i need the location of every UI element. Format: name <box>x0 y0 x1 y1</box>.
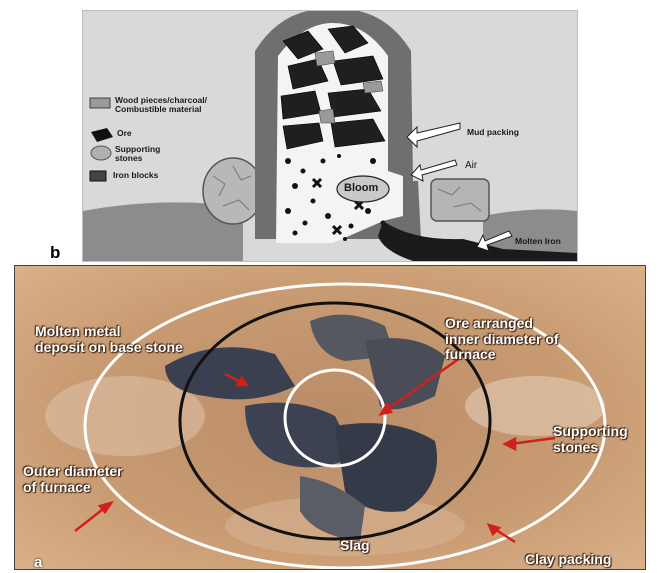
molten-metal-label: Molten metal deposit on base stone <box>35 324 183 355</box>
supporting-stone-right <box>431 179 489 221</box>
supporting-stones-icon <box>91 146 111 160</box>
legend-iron-blocks-label: Iron blocks <box>113 171 158 180</box>
furnace-diagram-panel: Wood pieces/charcoal/ Combustible materi… <box>82 10 578 262</box>
mud-packing-label: Mud packing <box>467 128 519 137</box>
legend-icons <box>90 98 113 181</box>
wood-charcoal-icon <box>90 98 110 108</box>
ore-arranged-label: Ore arranged inner diameter of furnace <box>445 316 559 363</box>
slag-label: Slag <box>340 538 370 554</box>
panel-a-letter: a <box>34 554 42 571</box>
mud-packing-arrow <box>407 123 460 147</box>
legend-ore-label: Ore <box>117 129 132 138</box>
ore-icon <box>91 128 113 142</box>
bloom-label: Bloom <box>344 183 378 195</box>
air-arrow <box>411 160 457 181</box>
supporting-stones-label: Supporting stones <box>553 424 628 455</box>
clay-packing-label: Clay packing <box>525 552 611 568</box>
furnace-photo-drawing <box>15 266 645 569</box>
outer-diameter-label: Outer diameter of furnace <box>23 464 123 495</box>
iron-blocks-icon <box>90 171 106 181</box>
air-label: Air <box>465 161 477 172</box>
supporting-stone-left <box>203 158 263 224</box>
legend-stones-label: Supporting stones <box>115 145 160 163</box>
legend-wood-label: Wood pieces/charcoal/ Combustible materi… <box>115 96 207 114</box>
molten-iron-label: Molten Iron <box>515 237 561 246</box>
panel-b-letter: b <box>50 243 60 263</box>
furnace-photo-panel: Molten metal deposit on base stone Ore a… <box>14 265 646 570</box>
